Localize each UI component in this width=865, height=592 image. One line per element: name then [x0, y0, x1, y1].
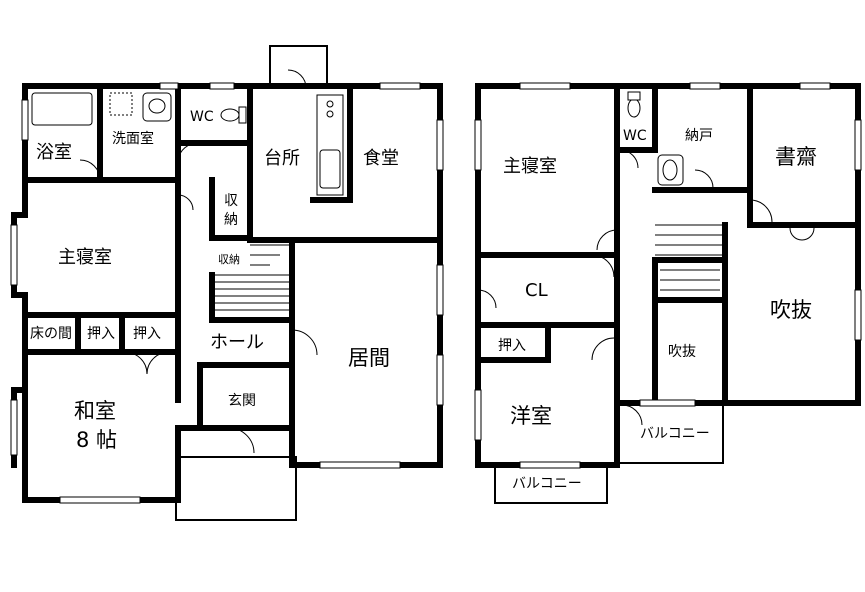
room-label-master-bedroom: 主寝室 [58, 247, 112, 268]
floor-1-labels: 浴室 洗面室 WC 台所 食堂 収納 収納 主寝室 床の間 押入 押入 ホール … [30, 109, 399, 452]
room-label-cl: CL [525, 280, 548, 301]
floor-2-labels: 主寝室 WC 納戸 書齋 CL 吹抜 吹抜 押入 洋室 バルコニー バルコニー [498, 128, 817, 492]
floor2-toilet-icon [627, 98, 641, 118]
room-label-storage-b: 収納 [218, 253, 240, 266]
room-label-void-b: 吹抜 [668, 344, 696, 360]
floor1-porch-top [269, 45, 328, 89]
floor2-interior-walls [475, 83, 861, 406]
floor1-porch-entrance [175, 456, 297, 521]
room-label-washroom: 洗面室 [112, 130, 154, 147]
room-label-tokonoma: 床の間 [30, 326, 72, 342]
room-label-living: 居間 [348, 346, 390, 370]
room-label-hall: ホール [210, 332, 264, 353]
room-label-dining: 食堂 [363, 148, 399, 169]
floor1-doors [79, 69, 318, 454]
room-label-japanese-room: 和室 [74, 399, 116, 423]
floor2-doors [477, 149, 815, 426]
room-label-japanese-room-size: 8 帖 [76, 428, 117, 452]
room-label-balcony-bottom: バルコニー [512, 476, 582, 492]
room-label-f2-master-bedroom: 主寝室 [503, 156, 557, 177]
room-label-void-a: 吹抜 [770, 298, 812, 322]
room-label-f2-closet: 押入 [498, 338, 526, 354]
room-label-wc: WC [190, 109, 214, 125]
room-label-western-room: 洋室 [510, 404, 552, 428]
floor-2 [474, 82, 862, 504]
room-label-storeroom: 納戸 [685, 128, 713, 144]
floor1-bay-wall [11, 212, 28, 298]
floor1-windows [10, 82, 444, 504]
room-label-study: 書齋 [775, 145, 817, 169]
floor-1 [10, 45, 444, 521]
floor1-interior-walls [22, 83, 443, 468]
room-label-entrance: 玄関 [228, 392, 256, 409]
floor2-windows [474, 82, 862, 469]
room-label-bath: 浴室 [36, 142, 72, 163]
toilet-icon [220, 108, 240, 122]
floor1-stairs-icon [215, 244, 291, 320]
washing-machine-icon [109, 92, 133, 116]
room-label-kitchen: 台所 [264, 148, 300, 169]
room-label-storage-a: 収納 [224, 193, 238, 228]
floor2-stairs-icon [655, 224, 723, 291]
room-label-f2-wc: WC [623, 128, 647, 144]
bathtub-icon [31, 92, 93, 126]
room-label-closet-a: 押入 [87, 326, 115, 342]
room-label-closet-b: 押入 [133, 326, 161, 342]
room-label-balcony-right: バルコニー [640, 426, 710, 442]
